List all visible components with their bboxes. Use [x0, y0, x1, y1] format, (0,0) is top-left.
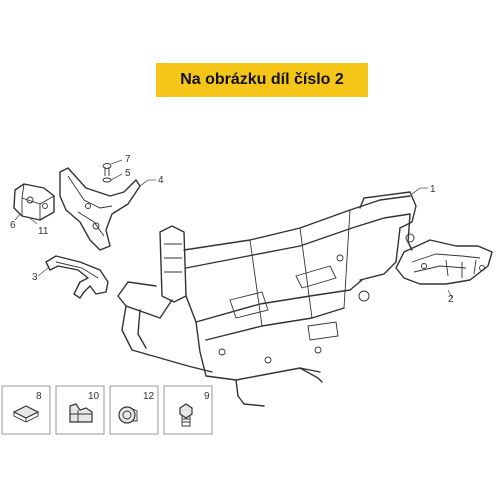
leader-6-11 [14, 213, 38, 225]
callout-4: 4 [158, 175, 164, 186]
part-10-spring-clip [69, 403, 93, 423]
highlight-banner: Na obrázku díl číslo 2 [156, 63, 368, 97]
callout-1: 1 [430, 184, 436, 195]
part-2-footrest-plate[interactable] [395, 239, 493, 285]
detail-box-8[interactable]: 8 [1, 385, 51, 435]
part-8-clip [12, 405, 40, 423]
callout-8: 8 [36, 391, 42, 402]
callout-6: 6 [10, 220, 16, 231]
part-6-bracket[interactable] [13, 183, 55, 221]
leader-7-5 [110, 159, 123, 181]
part-3-grab-bar[interactable] [45, 255, 109, 299]
callout-7: 7 [125, 154, 131, 165]
callout-11: 11 [38, 226, 49, 237]
part-9-bolt [179, 403, 193, 427]
callout-5: 5 [125, 168, 131, 179]
part-1-main-frame[interactable] [117, 191, 417, 407]
detail-box-9[interactable]: 9 [163, 385, 213, 435]
banner-text: Na obrázku díl číslo 2 [180, 71, 344, 88]
callout-2: 2 [448, 294, 454, 305]
part-5-washer[interactable] [102, 177, 112, 183]
callout-9: 9 [204, 391, 210, 402]
detail-box-10[interactable]: 10 [55, 385, 105, 435]
leader-1 [411, 187, 428, 195]
leader-3 [37, 267, 49, 277]
part-4-front-bracket[interactable] [59, 167, 141, 251]
callout-10: 10 [88, 391, 100, 402]
leader-4 [139, 179, 156, 187]
leader-2 [447, 289, 453, 299]
callout-3: 3 [32, 272, 38, 283]
part-12-grommet [118, 406, 138, 424]
callout-12: 12 [143, 391, 155, 402]
part-7-screw[interactable] [102, 163, 112, 177]
detail-box-12[interactable]: 12 [109, 385, 159, 435]
